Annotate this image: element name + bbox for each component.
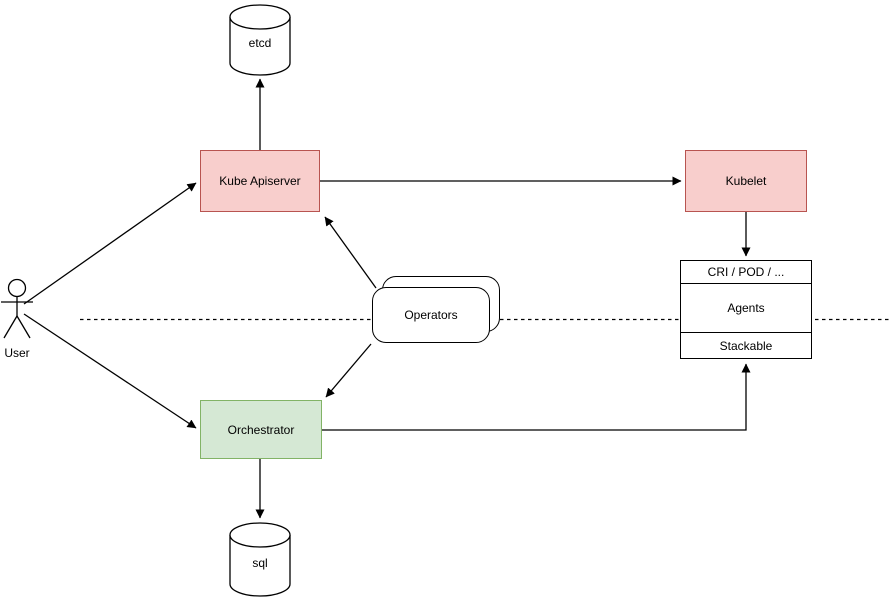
orchestrator-label: Orchestrator <box>227 422 295 437</box>
agents-stack-footer: Stackable <box>681 332 811 358</box>
agents-stack-footer-label: Stackable <box>719 338 773 353</box>
edge-user-to-kube-apiserver <box>23 182 197 305</box>
user-actor-label: User <box>4 346 30 360</box>
etcd-label: etcd <box>248 36 272 50</box>
sql-cylinder-shape <box>229 522 291 597</box>
operators-label: Operators <box>404 308 458 322</box>
edge-operators-to-kube-apiserver <box>324 216 377 289</box>
kube-apiserver-label: Kube Apiserver <box>219 174 301 188</box>
sql-label: sql <box>252 556 268 570</box>
node-orchestrator: Orchestrator <box>200 400 322 459</box>
edge-orchestrator-to-stackable <box>322 363 751 431</box>
agents-stack-header-label: CRI / POD / ... <box>707 265 785 279</box>
kubelet-label: Kubelet <box>725 174 767 188</box>
node-kubelet: Kubelet <box>685 150 807 212</box>
agents-stack-body-label: Agents <box>727 301 765 315</box>
user-actor-figure <box>1 278 33 339</box>
agents-stack-header: CRI / POD / ... <box>681 261 811 284</box>
node-kube-apiserver: Kube Apiserver <box>200 150 320 212</box>
node-agents-stack: CRI / POD / ... Agents Stackable <box>680 260 812 359</box>
etcd-cylinder-shape <box>229 4 291 76</box>
edge-operators-to-orchestrator <box>325 343 372 398</box>
node-operators: Operators <box>372 287 490 343</box>
agents-stack-body: Agents <box>681 284 811 332</box>
edge-user-to-orchestrator <box>23 313 197 429</box>
